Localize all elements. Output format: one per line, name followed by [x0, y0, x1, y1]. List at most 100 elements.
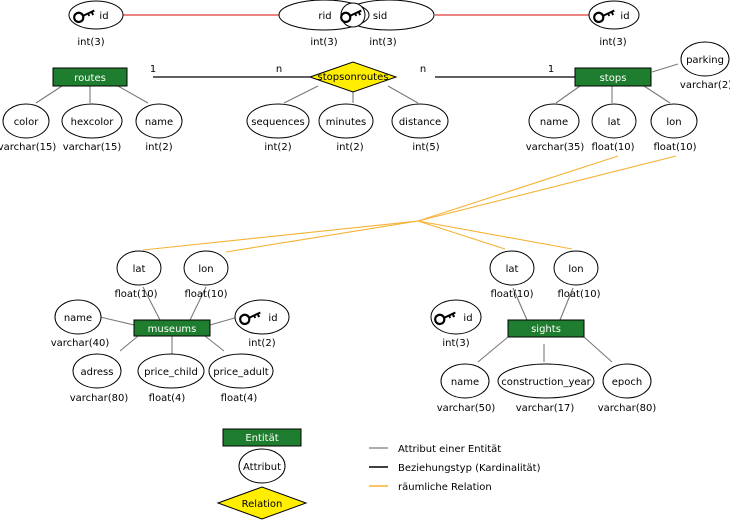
svg-text:lon: lon [198, 264, 213, 275]
entity-sights-label: sights [531, 324, 561, 335]
attribute-rel-minutes[interactable]: minutes int(2) [318, 103, 374, 153]
spatial-line-sights-lat [417, 220, 506, 250]
attribute-type: float(10) [185, 289, 228, 300]
svg-text:lon: lon [568, 264, 583, 275]
attribute-stops-id[interactable]: id int(3) [588, 0, 640, 48]
attribute-routes-id[interactable]: id int(3) [68, 0, 124, 48]
attribute-type: varchar(40) [51, 338, 110, 349]
attribute-type: varchar(15) [63, 142, 122, 153]
svg-text:id: id [620, 11, 629, 22]
attribute-type: varchar(15) [0, 142, 56, 153]
attribute-type: float(10) [115, 289, 158, 300]
attribute-type: varchar(2) [680, 80, 730, 91]
spatial-relation-lines [142, 155, 677, 253]
spatial-line-stops-lon [417, 155, 677, 222]
attribute-stops-lat[interactable]: lat float(10) [591, 103, 637, 153]
attribute-museums-adress[interactable]: adress varchar(80) [70, 353, 129, 404]
legend: Entität Attribut Relation Attribut einer… [216, 428, 541, 520]
relation-stopsonroutes[interactable]: stopsonroutes [308, 61, 398, 93]
attribute-sights-epoch[interactable]: epoch varchar(80) [598, 363, 657, 414]
cardinality-stops-one: 1 [548, 64, 554, 75]
cardinalities: 1 n n 1 [150, 64, 554, 75]
spatial-line-museums-lat [142, 220, 419, 251]
attribute-museums-name[interactable]: name varchar(40) [51, 299, 110, 349]
svg-text:lat: lat [506, 264, 519, 275]
attribute-stops-parking[interactable]: parking varchar(2) [680, 41, 730, 91]
svg-text:name: name [64, 313, 92, 324]
svg-text:lat: lat [608, 117, 621, 128]
svg-text:id: id [268, 313, 277, 324]
attribute-type: int(5) [412, 142, 439, 153]
cardinality-stops-n: n [420, 64, 426, 75]
svg-text:parking: parking [686, 55, 724, 66]
svg-text:name: name [451, 377, 479, 388]
attribute-routes-name[interactable]: name int(2) [135, 103, 183, 153]
legend-relation: Relation [216, 486, 308, 520]
entity-routes[interactable]: routes [52, 67, 128, 87]
svg-text:Beziehungstyp (Kardinalität): Beziehungstyp (Kardinalität) [398, 463, 541, 474]
attribute-stops-lon[interactable]: lon float(10) [650, 103, 698, 153]
attribute-type: varchar(35) [526, 142, 585, 153]
attribute-type: int(3) [442, 338, 469, 349]
attribute-museums-price-adult[interactable]: price_adult float(4) [208, 353, 274, 404]
attribute-rel-distance[interactable]: distance int(5) [391, 103, 449, 153]
attribute-museums-price-child[interactable]: price_child float(4) [137, 353, 205, 404]
attribute-sights-lat[interactable]: lat float(10) [489, 250, 535, 300]
svg-text:hexcolor: hexcolor [71, 117, 115, 128]
attribute-type: varchar(50) [437, 403, 496, 414]
legend-attribute: Attribut [238, 448, 286, 484]
legend-line-spatial: räumliche Relation [369, 482, 492, 493]
svg-text:price_adult: price_adult [213, 367, 268, 378]
svg-text:minutes: minutes [326, 117, 366, 128]
svg-text:color: color [14, 117, 40, 128]
attribute-rel-sequences[interactable]: sequences int(2) [246, 103, 310, 153]
attribute-type: float(10) [592, 142, 635, 153]
spatial-line-stops-lat [417, 155, 619, 222]
svg-text:sid: sid [373, 11, 387, 22]
attribute-type: float(4) [221, 393, 258, 404]
svg-text:Attribut einer Entität: Attribut einer Entität [398, 444, 501, 455]
attribute-type: float(10) [558, 289, 601, 300]
legend-entity: Entität [222, 428, 302, 447]
entity-museums-label: museums [148, 324, 197, 335]
svg-text:price_child: price_child [144, 367, 198, 378]
entity-stops[interactable]: stops [574, 67, 652, 87]
attribute-sights-name[interactable]: name varchar(50) [437, 363, 496, 414]
attribute-type: int(2) [145, 142, 172, 153]
svg-text:name: name [145, 117, 173, 128]
svg-text:epoch: epoch [612, 377, 642, 388]
attribute-type: int(3) [77, 37, 104, 48]
attribute-sights-construction-year[interactable]: construction_year varchar(17) [497, 363, 595, 414]
svg-text:name: name [540, 117, 568, 128]
attribute-type: varchar(80) [598, 403, 657, 414]
entity-museums[interactable]: museums [133, 319, 211, 337]
cardinality-routes-one: 1 [150, 64, 156, 75]
entity-routes-label: routes [74, 73, 106, 84]
attribute-rel-sid[interactable]: sid int(3) [338, 0, 435, 48]
attribute-museums-id[interactable]: id int(2) [234, 299, 290, 349]
attribute-museums-lon[interactable]: lon float(10) [183, 250, 229, 300]
svg-text:adress: adress [81, 367, 114, 378]
attribute-lines [35, 63, 679, 363]
attribute-routes-hexcolor[interactable]: hexcolor varchar(15) [61, 103, 123, 153]
svg-text:Attribut: Attribut [243, 462, 281, 473]
attribute-sights-id[interactable]: id int(3) [430, 299, 482, 349]
svg-text:id: id [99, 11, 108, 22]
attribute-type: varchar(80) [70, 393, 129, 404]
svg-text:Entität: Entität [245, 433, 278, 444]
svg-text:distance: distance [399, 117, 441, 128]
attribute-sights-lon[interactable]: lon float(10) [553, 250, 601, 300]
attribute-type: varchar(17) [516, 403, 575, 414]
attribute-routes-color[interactable]: color varchar(15) [0, 103, 56, 153]
entity-sights[interactable]: sights [507, 319, 585, 338]
attribute-type: int(2) [264, 142, 291, 153]
attribute-stops-name[interactable]: name varchar(35) [526, 103, 585, 153]
attribute-type: float(4) [149, 393, 186, 404]
svg-text:construction_year: construction_year [501, 377, 591, 388]
legend-line-attribute: Attribut einer Entität [369, 444, 501, 455]
relation-stopsonroutes-label: stopsonroutes [318, 72, 389, 83]
attribute-type: int(2) [248, 338, 275, 349]
attribute-type: int(3) [369, 37, 396, 48]
attribute-museums-lat[interactable]: lat float(10) [115, 250, 162, 300]
attribute-type: float(10) [654, 142, 697, 153]
